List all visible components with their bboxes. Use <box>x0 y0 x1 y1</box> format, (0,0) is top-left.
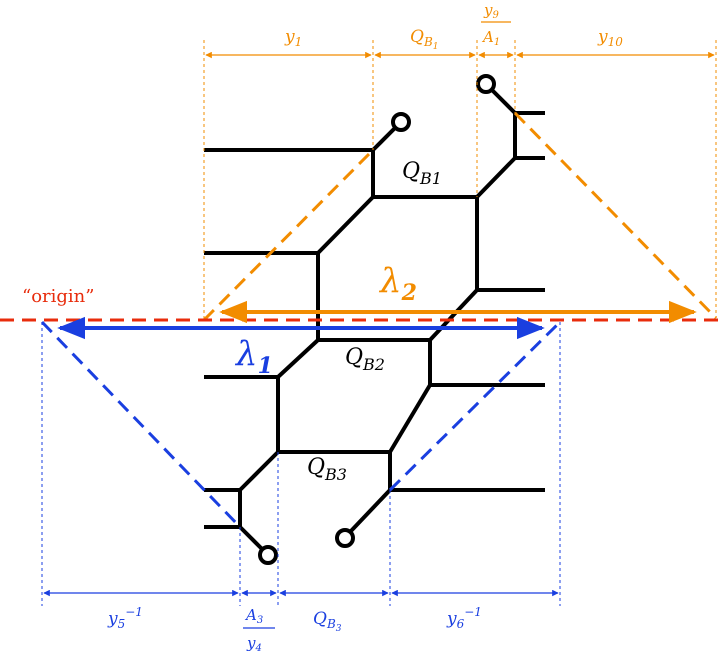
lambda1-label: λ1 <box>234 334 273 379</box>
dim-label-frac-den: y4 <box>246 634 262 654</box>
dim-label-frac-num: y9 <box>483 1 499 21</box>
edge <box>388 383 432 454</box>
edge <box>349 488 392 533</box>
loop-label-qb1: QB1 <box>402 159 442 188</box>
edge <box>238 450 280 492</box>
orange-dashed-edge <box>202 148 375 322</box>
edge <box>475 156 517 199</box>
edge <box>490 88 517 115</box>
blue-construction <box>40 320 562 606</box>
loop-label-qb3: QB3 <box>307 455 347 484</box>
edge <box>428 288 479 342</box>
orange-construction <box>202 40 718 322</box>
open-vertex <box>335 528 355 548</box>
dim-label-qb3: QB3 <box>313 609 342 634</box>
edge <box>316 195 375 255</box>
dim-label-y10: y10 <box>597 27 623 49</box>
edge <box>276 338 320 379</box>
blue-dashed-edge <box>388 320 562 492</box>
dim-label-qb1: QB1 <box>410 27 439 52</box>
orange-dashed-edge <box>513 111 718 320</box>
loop-label-qb2: QB2 <box>345 345 385 374</box>
edge <box>371 126 397 152</box>
dim-label-y6inv: y6−1 <box>446 605 482 631</box>
lambda2-label: λ2 <box>378 261 417 306</box>
open-vertex <box>391 112 411 132</box>
origin-label: “origin” <box>22 286 94 307</box>
open-vertex <box>258 545 278 565</box>
top-dimension-labels: y1 QB1 y9 A1 y10 <box>284 1 623 52</box>
dim-label-frac-num: A3 <box>244 606 263 626</box>
open-vertex <box>476 74 496 94</box>
dim-label-y1: y1 <box>284 27 302 49</box>
blue-dashed-edge <box>40 320 242 529</box>
dim-label-y5inv: y5−1 <box>107 605 143 631</box>
dim-label-frac-den: A1 <box>481 28 500 48</box>
edge <box>238 525 264 551</box>
bottom-dimension-labels: y5−1 A3 y4 QB3 y6−1 <box>107 605 482 654</box>
open-vertices <box>258 74 496 565</box>
